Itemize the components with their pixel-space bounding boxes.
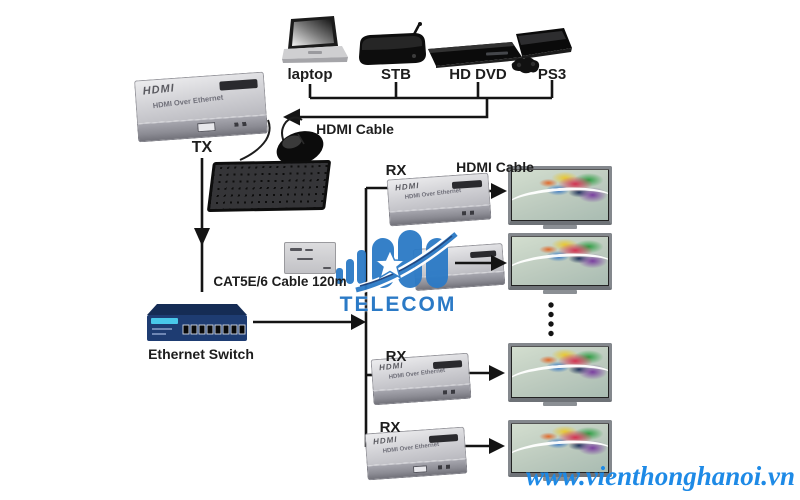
label-ethernet-switch: Ethernet Switch [148,346,254,362]
label-hdmi-cable-right: HDMI Cable [456,159,534,175]
ethernet-switch-icon [147,304,247,341]
label-hdmi-cable-top: HDMI Cable [316,121,394,137]
label-rx-3: RX [385,348,407,365]
rx3-leds [442,389,457,395]
rx4-port [428,434,459,444]
label-cat5e-cable: CAT5E/6 Cable 120m [213,274,347,289]
keyboard-icon [206,159,332,213]
label-tx: TX [191,139,213,156]
label-hd-dvd: HD DVD [449,66,507,83]
rx4-brand-text: HDMI [372,434,398,447]
tx-usb-port [197,122,216,133]
laptop-icon [282,16,348,63]
rx1-leds [461,210,477,216]
rx-extender-unit-1: HDMI HDMI Over Ethernet [386,172,492,227]
rx2-arrow [455,255,507,271]
tv-display-3 [508,343,612,406]
label-rx-1: RX [385,162,407,179]
label-rx-4: RX [379,419,401,436]
hd-dvd-player-icon [428,42,522,68]
mouse-icon [239,116,324,165]
tx-brand-text: HDMI [142,82,176,98]
tv-display-1 [508,166,612,229]
telecom-logo-text: TELECOM [339,293,457,316]
cat-extender-thumbnail [284,242,336,274]
label-laptop: laptop [287,66,333,83]
tv-display-2 [508,233,612,294]
rx4-leds [438,464,453,470]
ps3-console-icon [511,28,572,74]
label-stb: STB [381,66,411,83]
tv-display-4 [508,420,612,481]
website-watermark: www.vienthonghanoi.vn [525,461,795,491]
telecom-logo-watermark [336,230,460,295]
tx-port [218,79,258,91]
rx1-port [451,179,483,190]
stb-icon [359,22,426,65]
rx4-usb-port [412,465,428,474]
rx3-port [433,360,463,370]
rx1-brand-text: HDMI [394,180,420,193]
label-ps3: PS3 [537,66,567,83]
